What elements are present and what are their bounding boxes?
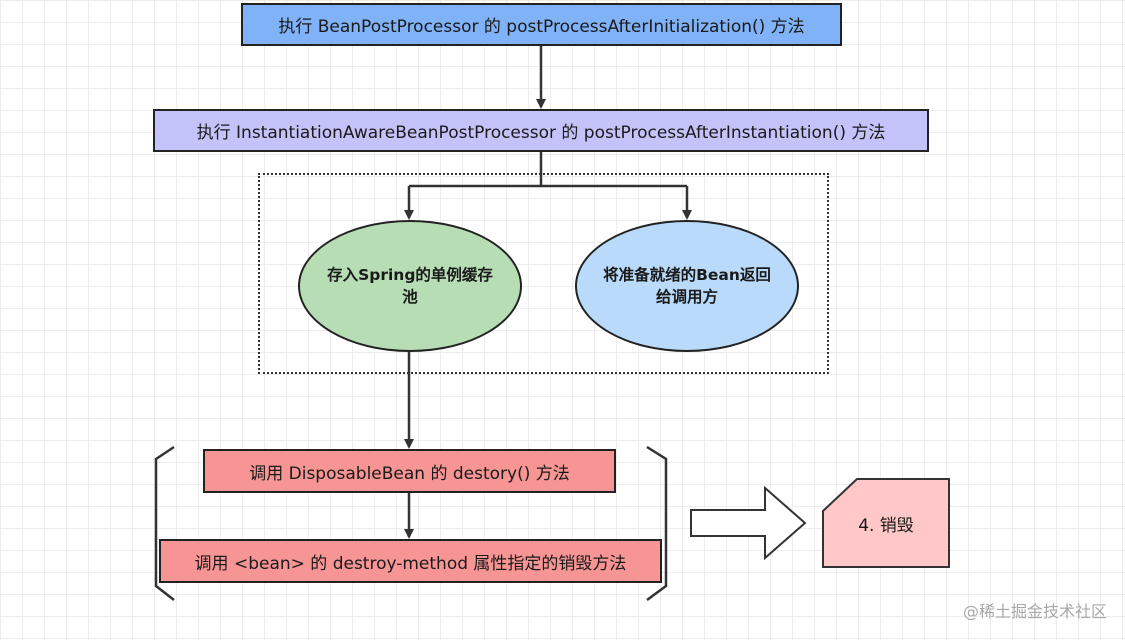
singleton-cache-ellipse: 存入Spring的单例缓存池: [298, 220, 522, 352]
return-bean-label: 将准备就绪的Bean返回给调用方: [603, 266, 771, 306]
destroy-stage-shape: [822, 478, 950, 568]
post-init-group-border: [258, 173, 829, 374]
destroy-method-label: 调用 <bean> 的 destroy-method 属性指定的销毁方法: [194, 553, 627, 574]
singleton-cache-label: 存入Spring的单例缓存池: [327, 266, 493, 306]
destroy-stage-label: 4. 销毁: [858, 515, 914, 536]
bean-post-processor-box: 执行 BeanPostProcessor 的 postProcessAfterI…: [241, 3, 842, 46]
bracket-left: [154, 445, 175, 601]
instantiation-aware-processor-label: 执行 InstantiationAwareBeanPostProcessor 的…: [196, 123, 886, 143]
watermark: @稀土掘金技术社区: [962, 602, 1107, 621]
bean-post-processor-label: 执行 BeanPostProcessor 的 postProcessAfterI…: [278, 17, 805, 37]
instantiation-aware-processor-box: 执行 InstantiationAwareBeanPostProcessor 的…: [153, 109, 929, 152]
disposable-bean-label: 调用 DisposableBean 的 destory() 方法: [249, 463, 570, 484]
return-bean-ellipse: 将准备就绪的Bean返回给调用方: [575, 220, 799, 352]
disposable-bean-box: 调用 DisposableBean 的 destory() 方法: [203, 449, 616, 493]
bracket-right: [646, 445, 668, 602]
big-arrow-right: [690, 485, 807, 561]
destroy-method-box: 调用 <bean> 的 destroy-method 属性指定的销毁方法: [159, 539, 662, 583]
